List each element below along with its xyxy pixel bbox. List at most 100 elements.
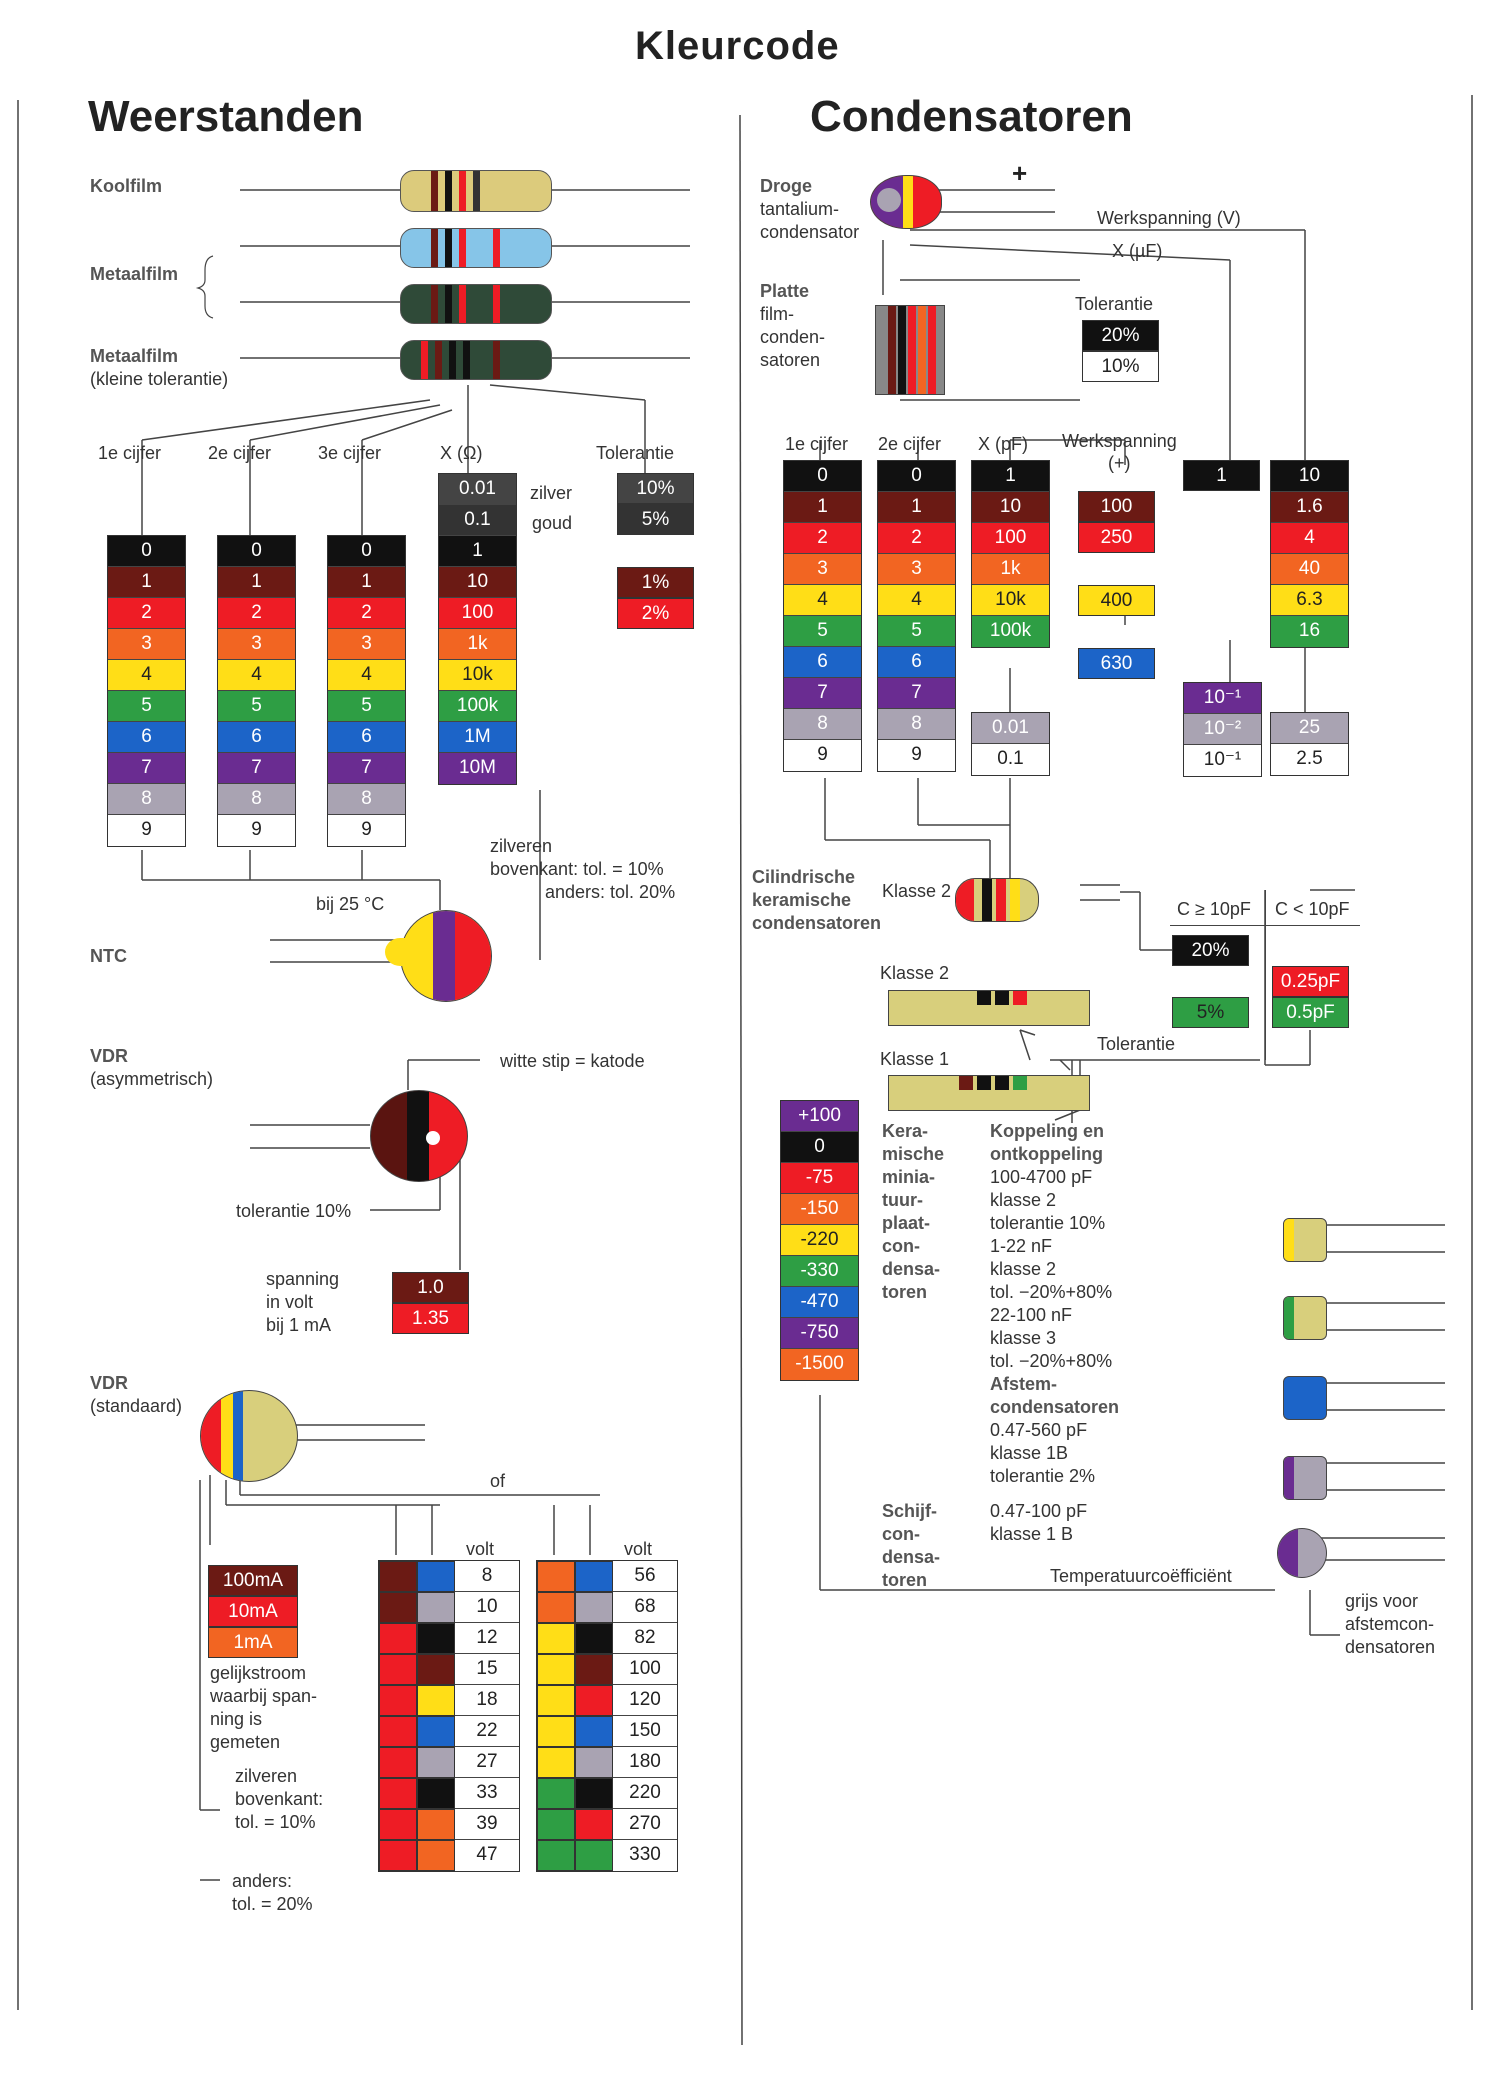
ceramic-plate-klasse1 [888,1075,1090,1111]
temp-coef-cell: -220 [781,1225,858,1256]
label-metaalfilm: Metaalfilm [90,264,179,284]
label-vdr-asym-sub: (asymmetrisch) [90,1069,214,1089]
volt-value: 47 [476,1844,498,1865]
tant-volt-cell: 1.6 [1271,492,1348,523]
ntc-note-3: anders: tol. 20% [545,882,676,902]
volt-value: 270 [613,1809,677,1840]
digit-cell: 3 [328,629,405,660]
label-zilver: zilver [530,483,573,503]
digit-cell: 9 [108,815,185,846]
volt-value: 27 [455,1747,519,1778]
label-1e-cijfer: 1e cijfer [98,443,162,463]
digit-cell: 7 [784,678,861,709]
silver-note-1: zilveren [235,1766,298,1786]
digit-cell: 5 [328,691,405,722]
multiplier-cell: 10 [439,567,516,598]
cap-header-underline [1170,925,1360,926]
ceramic-plate-klasse2 [888,990,1090,1026]
resistor-koolfilm [400,170,552,212]
volt-value: 120 [613,1685,677,1716]
label-cap-1e-cijfer: 1e cijfer [785,434,849,454]
digit-cell: 4 [328,660,405,691]
ceramic-text-15: tolerantie 2% [990,1466,1096,1486]
ceramic-label-7: densa- [882,1259,941,1279]
tant-volt-column-low: 25 2.5 [1270,712,1349,776]
ceramic-text-8: 22-100 nF [990,1305,1073,1325]
cap-header-lt10: C < 10pF [1275,899,1350,919]
digit-cell: 9 [878,740,955,771]
label-tantalum-3: condensator [760,222,860,242]
digit-cell: 2 [784,523,861,554]
ntc-lead-body [385,938,415,966]
label-klasse2-b: Klasse 2 [880,963,950,983]
multiplier-cell: 0.1 [439,505,516,536]
digit-cell: 7 [218,753,295,784]
label-of: of [490,1471,506,1491]
label-vdr-tolerantie: tolerantie 10% [236,1201,352,1221]
ntc-note-2: bovenkant: tol. = 10% [490,859,664,879]
temp-coef-cell: -330 [781,1256,858,1287]
tant-volt-cell: 2.5 [1271,744,1348,775]
schijf-label-3: densa- [882,1547,941,1567]
label-3e-cijfer: 3e cijfer [318,443,382,463]
heading-capacitors: Condensatoren [810,92,1133,141]
ceramic-text-3: klasse 2 [990,1190,1057,1210]
ceramic-text-17: klasse 1 B [990,1524,1074,1544]
digit-cell: 7 [328,753,405,784]
current-1ma: 1mA [208,1627,298,1658]
vdr-volt-table-left: 8 10 12 15 18 22 27 33 39 47 [378,1560,520,1872]
digit-cell: 0 [328,536,405,567]
volt-value: 220 [613,1778,677,1809]
cap-tol-025pf: 0.25pF [1272,966,1349,997]
label-tolerantie-2: Tolerantie [1097,1034,1176,1054]
label-vdr-std: VDR [90,1373,129,1393]
ceramic-label-3: minia- [882,1167,936,1187]
ceramic-text-9: klasse 3 [990,1328,1057,1348]
tant-volt-cell: 25 [1271,713,1348,744]
temp-coef-cell: -1500 [781,1349,858,1380]
cap-digit-column-1: 0 1 2 3 4 5 6 7 8 9 [783,460,862,772]
multiplier-cell: 100k [439,691,516,722]
ceramic-text-11: Afstem- [990,1374,1058,1394]
schijf-label-1: Schijf- [882,1501,938,1521]
grey-note-1: grijs voor [1345,1591,1419,1611]
heading-resistors: Weerstanden [88,92,364,141]
digit-cell: 7 [108,753,185,784]
current-note-4: gemeten [210,1732,281,1752]
current-note-3: ning is [210,1709,263,1729]
werk-630: 630 [1078,648,1155,679]
digit-cell: 4 [784,585,861,616]
volt-value: 39 [455,1809,519,1840]
label-klasse2-a: Klasse 2 [882,881,952,901]
schijf-label-4: toren [882,1570,927,1590]
label-film-1: Platte [760,281,810,301]
werk-400: 400 [1078,585,1155,616]
vdr-asym-component [370,1090,468,1182]
label-cyl-2: keramische [752,890,852,910]
digit-cell: 2 [328,598,405,629]
label-cyl-3: condensatoren [752,913,882,933]
digit-cell: 1 [878,492,955,523]
label-bij-1ma: bij 1 mA [266,1315,332,1335]
digit-cell: 0 [784,461,861,492]
resistor-metaalfilm-precision [400,340,552,380]
other-note-1: anders: [232,1871,293,1891]
cap-tol-20: 20% [1172,935,1249,966]
current-10ma: 10mA [208,1596,298,1627]
ceramic-label-6: con- [882,1236,920,1256]
label-in-volt: in volt [266,1292,314,1312]
ceramic-text-13: 0.47-560 pF [990,1420,1088,1440]
digit-cell: 5 [108,691,185,722]
multiplier-cell: 10M [439,753,516,784]
multiplier-cell: 100k [972,616,1049,647]
silver-note-3: tol. = 10% [235,1812,316,1832]
label-multiplier-ohm: X (Ω) [440,443,483,463]
digit-cell: 6 [218,722,295,753]
ntc-note-1: zilveren [490,836,553,856]
volt-value: 15 [455,1654,519,1685]
tant-volt-cell: 10 [1271,461,1348,492]
mini-cap-violet [1283,1456,1327,1500]
label-x-uf: X (µF) [1112,241,1163,261]
label-ntc: NTC [90,946,127,966]
